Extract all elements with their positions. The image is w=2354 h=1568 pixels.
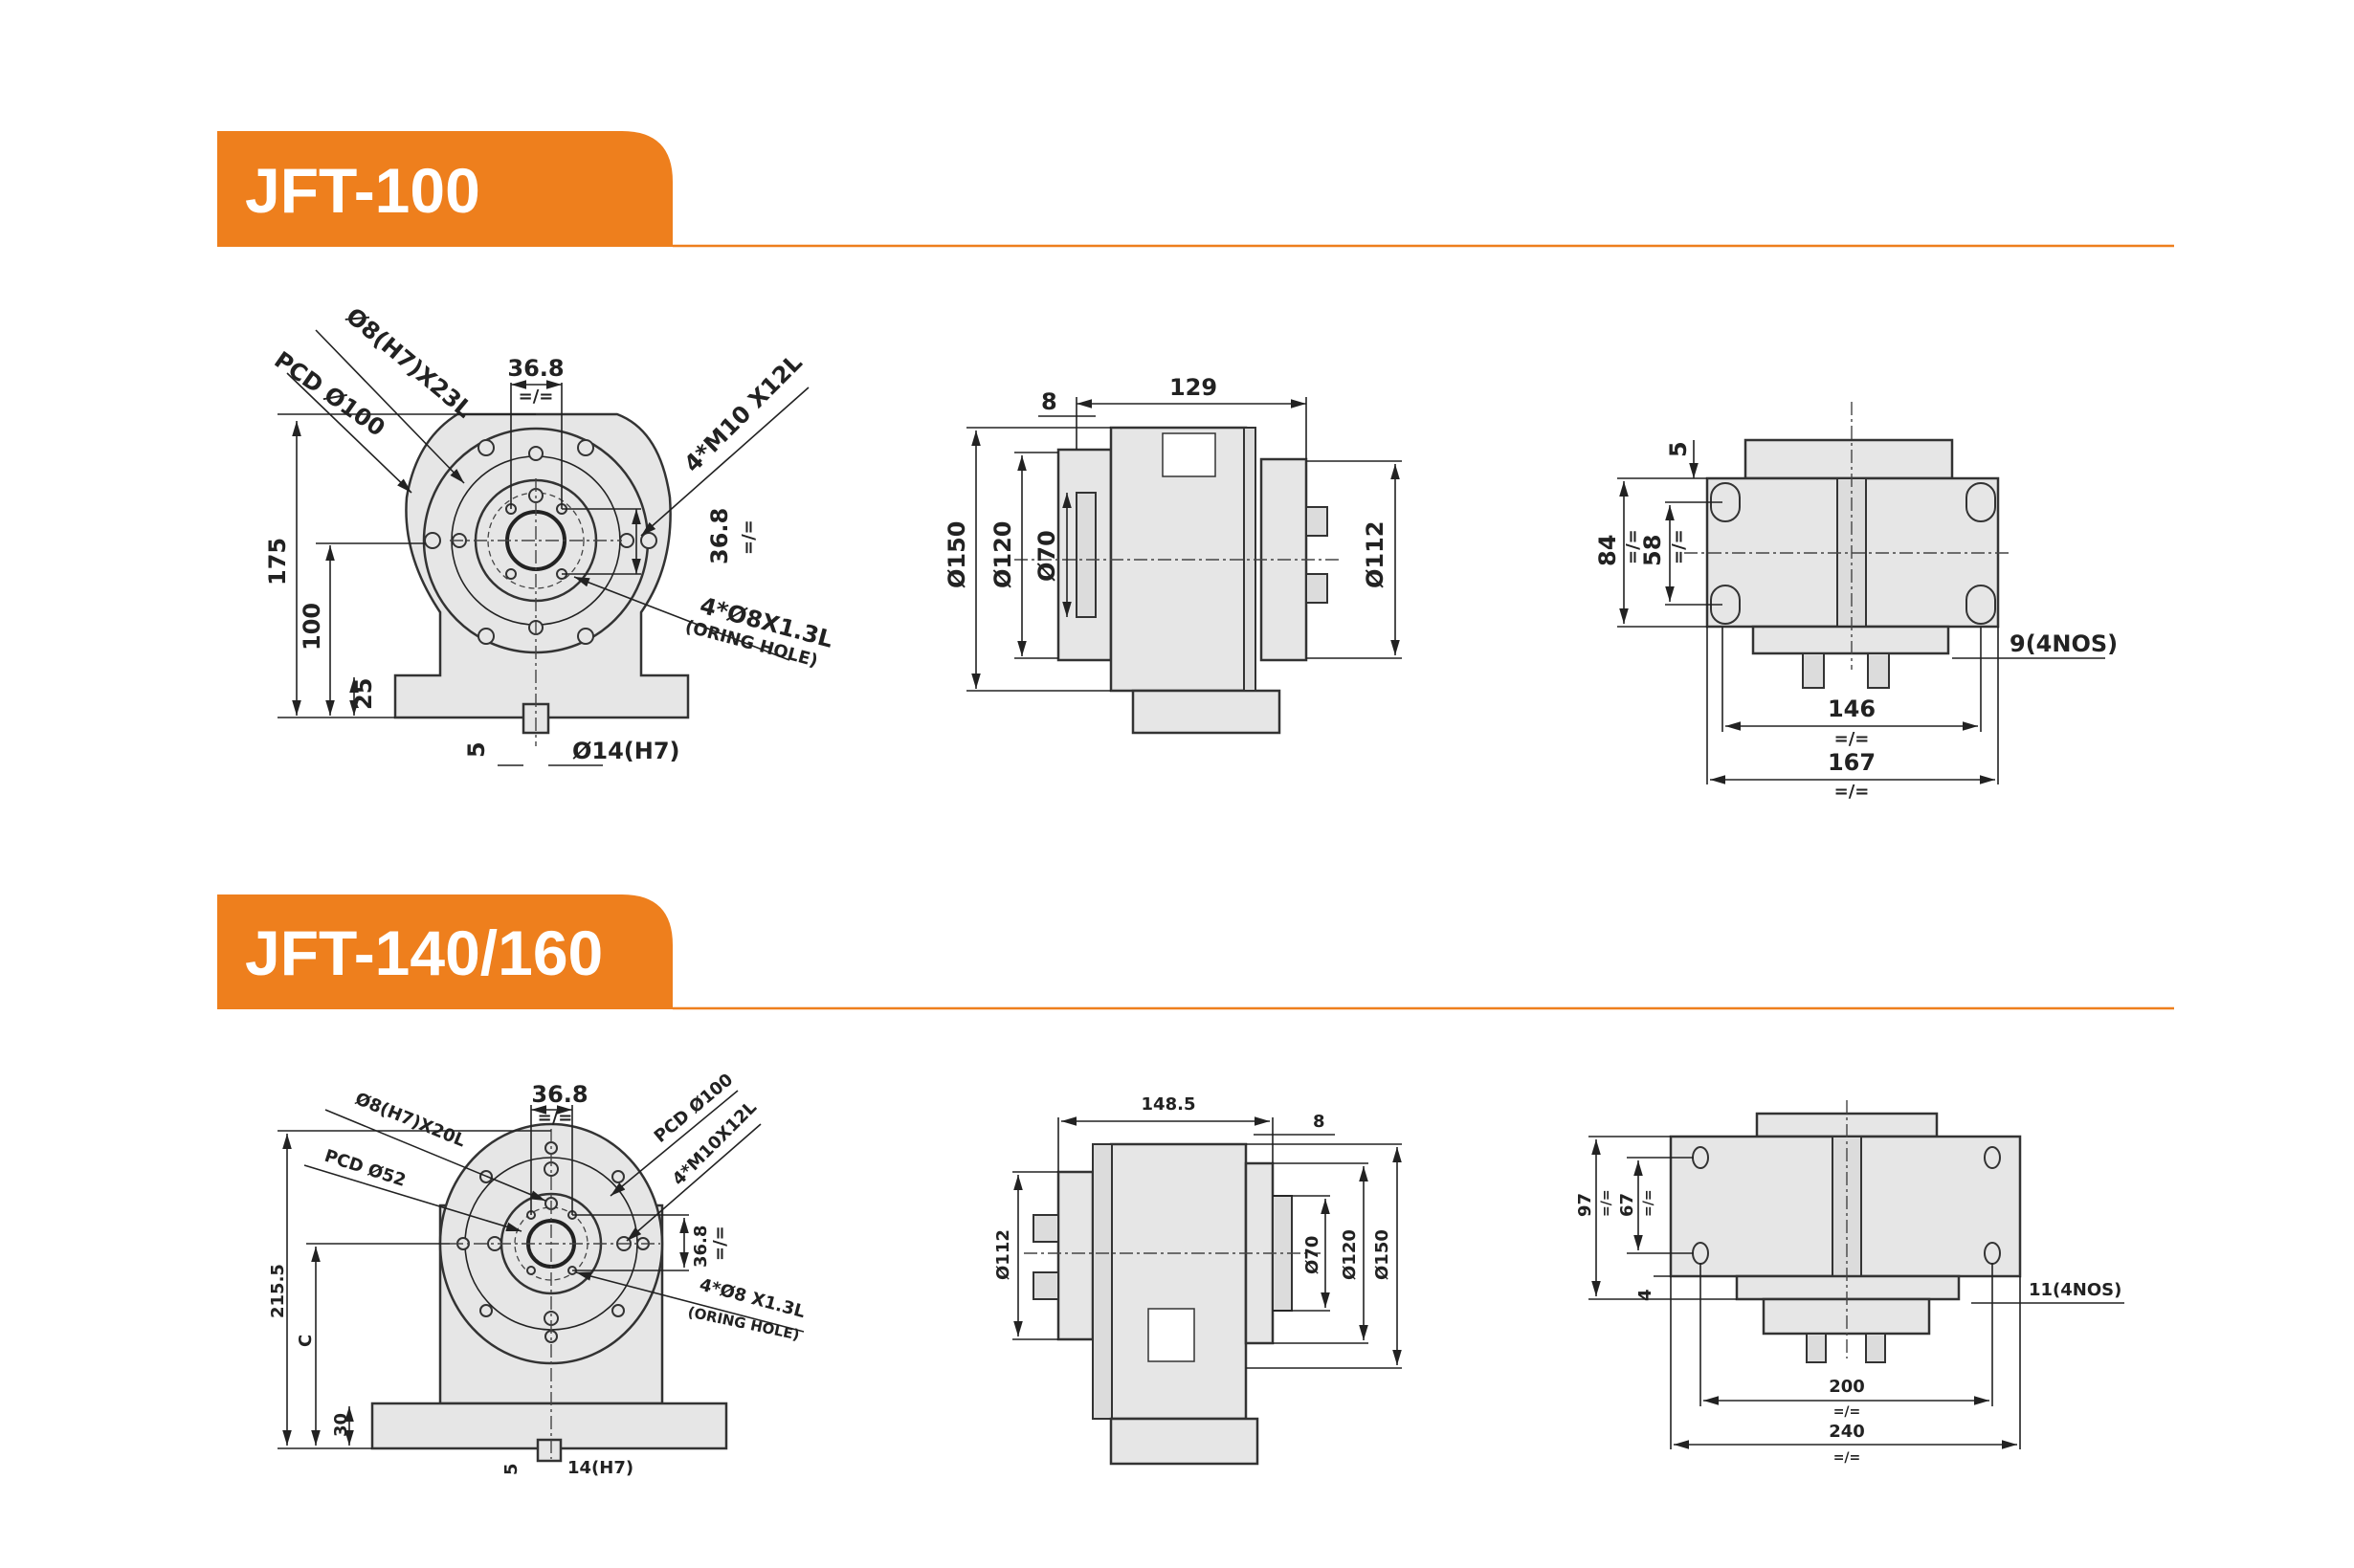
d70-label: Ø70 [1302, 1236, 1322, 1274]
jft-140-top-view: 97 =/= 67 =/= 4 11(4NOS) 200 =/= 240 =/= [1575, 1100, 2124, 1466]
equal-label: =/= [1833, 1404, 1861, 1420]
d120-label: Ø120 [989, 521, 1016, 589]
equal-label: =/= [1669, 529, 1689, 564]
width-inner-label: 146 [1828, 696, 1876, 722]
nameplate [1147, 1308, 1195, 1362]
equal-label: =/= [538, 1108, 573, 1128]
d112-label: Ø112 [1362, 521, 1388, 589]
d70-label: Ø70 [1033, 530, 1060, 582]
height-center-label: 100 [299, 603, 325, 651]
width-outer-label: 240 [1829, 1422, 1865, 1442]
offset-label: 4 [1635, 1289, 1655, 1301]
key-depth-label: 5 [501, 1463, 522, 1475]
jft-100-side-view: 8 129 Ø150 Ø120 Ø70 Ø112 [944, 374, 1402, 735]
section-header-jft-140-160: JFT-140/160 [217, 894, 2174, 1010]
d120-label: Ø120 [1340, 1229, 1360, 1280]
nameplate [1162, 432, 1216, 477]
equal-label: =/= [1834, 782, 1870, 802]
length-label: 148.5 [1142, 1094, 1196, 1115]
pcd-label: PCD Ø100 [270, 346, 390, 442]
height-center-label: C [296, 1335, 316, 1347]
pitch-h-label: 36.8 [507, 355, 564, 382]
flange-label: 8 [1041, 388, 1057, 415]
slot-label: 11(4NOS) [2029, 1280, 2121, 1300]
pitch-v-label: 36.8 [691, 1226, 711, 1268]
height-total-label: 97 [1575, 1193, 1595, 1217]
jft-100-front-view: Ø8(H7)X23L PCD Ø100 36.8 =/= 4*M10 X12L … [264, 302, 836, 766]
key-width-label: 14(H7) [567, 1458, 633, 1478]
equal-label: =/= [739, 519, 759, 555]
flange-label: 8 [1313, 1112, 1325, 1132]
d112-label: Ø112 [993, 1229, 1013, 1280]
base-height-label: 30 [331, 1413, 351, 1437]
jft-140-side-view: 148.5 8 Ø112 Ø70 Ø120 Ø150 [993, 1094, 1402, 1466]
pitch-h-label: 36.8 [531, 1081, 588, 1108]
length-label: 129 [1169, 374, 1217, 401]
equal-label: =/= [1641, 1189, 1656, 1217]
height-total-label: 175 [264, 538, 291, 585]
equal-label: =/= [1833, 1450, 1861, 1466]
height-total-label: 84 [1594, 535, 1621, 566]
equal-label: =/= [1623, 529, 1643, 564]
equal-label: =/= [519, 386, 554, 407]
jft-100-top-view: 5 84 =/= 58 =/= 9(4NOS) 146 =/= 167 =/= [1594, 402, 2118, 802]
title-tab [217, 894, 673, 1009]
equal-label: =/= [710, 1226, 730, 1261]
width-outer-label: 167 [1828, 749, 1876, 776]
d150-label: Ø150 [944, 521, 970, 589]
slot-height-label: 58 [1639, 535, 1666, 566]
slot-label: 9(4NOS) [2010, 630, 2118, 657]
equal-label: =/= [1834, 729, 1870, 749]
offset-label: 5 [1665, 441, 1692, 457]
key-depth-label: 5 [463, 741, 490, 758]
pitch-v-label: 36.8 [706, 508, 733, 564]
jft-140-front-view: 36.8 =/= Ø8(H7)X20L PCD Ø52 PCD Ø100 4*M… [268, 1070, 808, 1478]
base-height-label: 25 [350, 678, 377, 710]
section-header-jft-100: JFT-100 [217, 131, 2174, 248]
title-tab [217, 131, 673, 247]
section-title: JFT-140/160 [245, 917, 603, 988]
tap-label: 4*M10 X12L [678, 349, 807, 477]
slot-height-label: 67 [1617, 1193, 1637, 1217]
width-inner-label: 200 [1829, 1377, 1865, 1397]
section-title: JFT-100 [245, 155, 480, 226]
height-total-label: 215.5 [268, 1264, 288, 1318]
dowel-label: Ø8(H7)X20L [352, 1089, 468, 1151]
equal-label: =/= [1599, 1189, 1614, 1217]
d150-label: Ø150 [1372, 1229, 1392, 1280]
key-width-label: Ø14(H7) [572, 738, 680, 764]
